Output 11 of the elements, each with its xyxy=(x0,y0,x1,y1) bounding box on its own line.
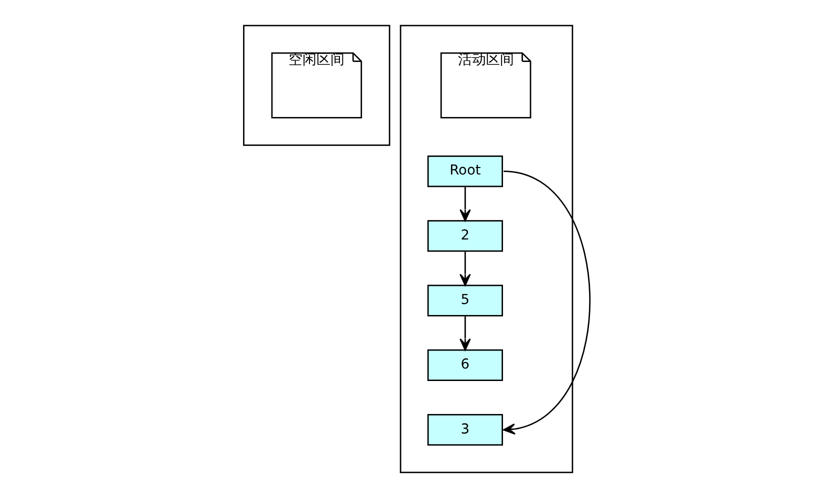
arrow xyxy=(460,186,471,221)
cluster xyxy=(400,24,574,473)
node-box: 2 xyxy=(427,220,503,252)
node-box: 6 xyxy=(427,348,503,381)
arrow xyxy=(503,170,590,434)
node-box: 5 xyxy=(427,284,503,316)
cluster xyxy=(243,24,390,146)
arrow xyxy=(460,251,471,286)
arrow xyxy=(460,316,471,350)
node-box: 3 xyxy=(427,414,503,446)
node-box: Root xyxy=(427,154,503,187)
